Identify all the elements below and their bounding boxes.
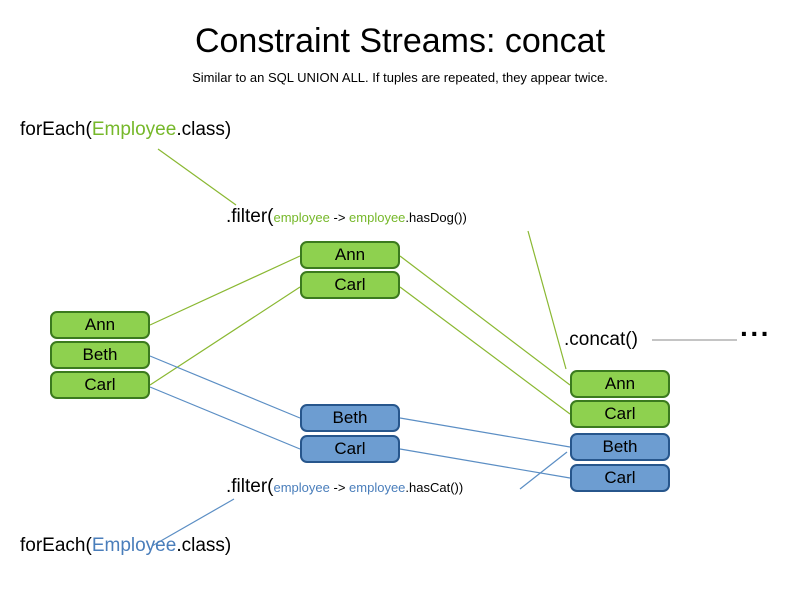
filter-object: employee bbox=[349, 480, 406, 495]
filter-hasdog-label: .filter(employee -> employee.hasDog()) bbox=[226, 206, 467, 228]
line-cat-beth-to-result-beth bbox=[399, 417, 571, 448]
source-box-carl: Carl bbox=[50, 371, 150, 399]
foreach-employee-green-label: forEach(Employee.class) bbox=[20, 119, 231, 141]
foreach-employee-blue-label: forEach(Employee.class) bbox=[20, 535, 231, 557]
hascat-box-beth: Beth bbox=[300, 404, 400, 432]
foreach-prefix: forEach( bbox=[20, 119, 92, 140]
ellipsis: ··· bbox=[740, 318, 771, 349]
filter-object: employee bbox=[349, 210, 406, 225]
filter-suffix: .hasDog()) bbox=[405, 210, 467, 225]
result-box-carl-blue: Carl bbox=[570, 464, 670, 492]
filter-param: employee bbox=[273, 210, 330, 225]
line-foreach-to-filter-dog bbox=[157, 148, 237, 206]
concat-label: .concat() bbox=[564, 329, 638, 350]
filter-hascat-label: .filter(employee -> employee.hasCat()) bbox=[226, 476, 463, 498]
filter-param: employee bbox=[273, 480, 330, 495]
hasdog-box-carl: Carl bbox=[300, 271, 400, 299]
foreach-class-name: Employee bbox=[91, 119, 177, 140]
line-carl-to-cat-carl bbox=[149, 386, 301, 450]
lambda-arrow: -> bbox=[329, 210, 350, 225]
foreach-prefix: forEach( bbox=[20, 535, 92, 556]
lambda-arrow: -> bbox=[329, 480, 350, 495]
source-box-beth: Beth bbox=[50, 341, 150, 369]
result-box-carl-green: Carl bbox=[570, 400, 670, 428]
source-box-ann: Ann bbox=[50, 311, 150, 339]
line-carl-to-dog-carl bbox=[149, 286, 301, 386]
line-beth-to-cat-beth bbox=[149, 355, 301, 419]
foreach-class-name: Employee bbox=[91, 535, 177, 556]
hascat-box-carl: Carl bbox=[300, 435, 400, 463]
page-title: Constraint Streams: concat bbox=[194, 22, 606, 60]
hasdog-box-ann: Ann bbox=[300, 241, 400, 269]
filter-prefix: .filter( bbox=[226, 206, 274, 227]
result-box-beth: Beth bbox=[570, 433, 670, 461]
line-dog-carl-to-result-carl bbox=[399, 286, 571, 415]
filter-prefix: .filter( bbox=[226, 476, 274, 497]
result-box-ann: Ann bbox=[570, 370, 670, 398]
line-filter-dog-to-concat bbox=[527, 230, 567, 370]
line-ann-to-dog-ann bbox=[149, 255, 301, 326]
foreach-suffix: .class) bbox=[176, 119, 232, 140]
subtitle: Similar to an SQL UNION ALL. If tuples a… bbox=[192, 70, 608, 85]
line-cat-carl-to-result-carl bbox=[399, 448, 571, 479]
line-dog-ann-to-result-ann bbox=[399, 255, 571, 386]
foreach-suffix: .class) bbox=[176, 535, 232, 556]
filter-suffix: .hasCat()) bbox=[405, 480, 464, 495]
line-filter-cat-to-concat bbox=[519, 451, 568, 490]
